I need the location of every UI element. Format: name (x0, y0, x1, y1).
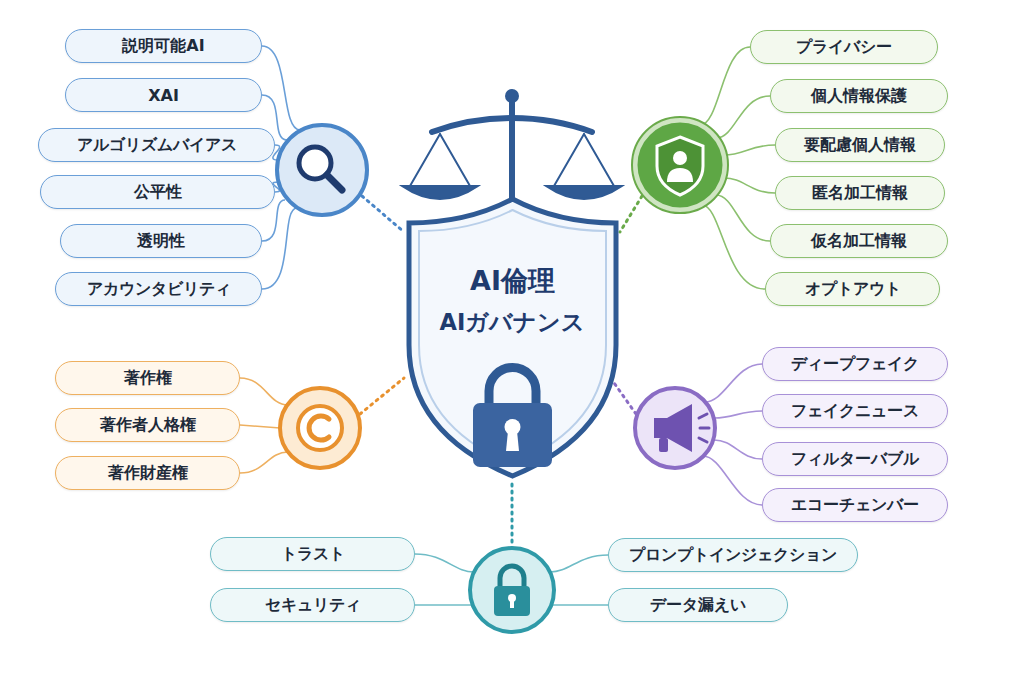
pill-label: エコーチェンバー (777, 495, 933, 516)
shield-border (409, 199, 616, 476)
topic-pill: XAI (65, 78, 262, 112)
leader-lines (240, 46, 775, 605)
pill-label: オプトアウト (791, 279, 915, 300)
pill-label: プライバシー (782, 37, 906, 58)
dotted-leaders (360, 196, 642, 546)
topic-pill: プロンプトインジェクション (608, 538, 858, 572)
topic-pill: 要配慮個人情報 (775, 128, 945, 162)
pill-label: トラスト (267, 544, 359, 565)
pill-label: アカウンタビリティ (73, 279, 245, 300)
pill-label: 著作権 (110, 368, 186, 389)
topic-pill: 個人情報保護 (770, 79, 948, 113)
shield-inner-line (419, 210, 606, 465)
pill-label: 著作財産権 (94, 463, 202, 484)
topic-pill: 透明性 (60, 224, 262, 258)
topic-pill: オプトアウト (765, 272, 940, 306)
central-shield: AI倫理 AIガバナンス (405, 195, 620, 480)
pill-label: XAI (134, 86, 193, 105)
pill-label: 透明性 (123, 231, 199, 252)
magnifier-icon (277, 125, 367, 215)
padlock-illustration (473, 368, 552, 468)
pill-label: 仮名加工情報 (797, 231, 921, 252)
pill-label: セキュリティ (251, 595, 375, 616)
topic-pill: アルゴリズムバイアス (38, 128, 275, 162)
topic-pill: フィルターバブル (762, 442, 948, 476)
topic-pill: フェイクニュース (762, 394, 948, 428)
topic-pill: 著作財産権 (55, 456, 240, 490)
pill-label: ディープフェイク (777, 354, 933, 375)
pill-label: アルゴリズムバイアス (63, 135, 251, 156)
topic-pill: アカウンタビリティ (55, 272, 262, 306)
pill-label: 要配慮個人情報 (790, 135, 930, 156)
topic-pill: 著作権 (55, 361, 240, 395)
pill-label: プロンプトインジェクション (615, 545, 851, 566)
lock-icon (470, 548, 554, 632)
topic-pill: ディープフェイク (762, 347, 948, 381)
scale-illustration (402, 89, 622, 215)
megaphone-icon (635, 388, 715, 468)
pill-label: 著作者人格権 (86, 415, 210, 436)
topic-pill: 著作者人格権 (55, 408, 240, 442)
privacy-shield-icon (632, 117, 728, 213)
pill-label: データ漏えい (636, 595, 760, 616)
topic-pill: エコーチェンバー (762, 488, 948, 522)
pill-label: フェイクニュース (777, 401, 933, 422)
topic-pill: 説明可能AI (65, 29, 262, 63)
pill-label: 匿名加工情報 (798, 183, 922, 204)
pill-label: 公平性 (120, 182, 196, 203)
pill-label: 個人情報保護 (797, 86, 921, 107)
shield-title: AI倫理 (405, 263, 620, 299)
pill-label: フィルターバブル (777, 449, 933, 470)
pill-label: 説明可能AI (108, 36, 218, 57)
topic-pill: 仮名加工情報 (770, 224, 948, 258)
topic-pill: プライバシー (750, 30, 938, 64)
topic-pill: データ漏えい (608, 588, 788, 622)
topic-pill: 公平性 (40, 175, 275, 209)
shield-outline (405, 195, 620, 480)
copyright-icon (280, 388, 360, 468)
topic-pill: 匿名加工情報 (775, 176, 945, 210)
topic-pill: セキュリティ (210, 588, 415, 622)
shield-subtitle: AIガバナンス (405, 307, 620, 338)
topic-pill: トラスト (210, 537, 415, 571)
